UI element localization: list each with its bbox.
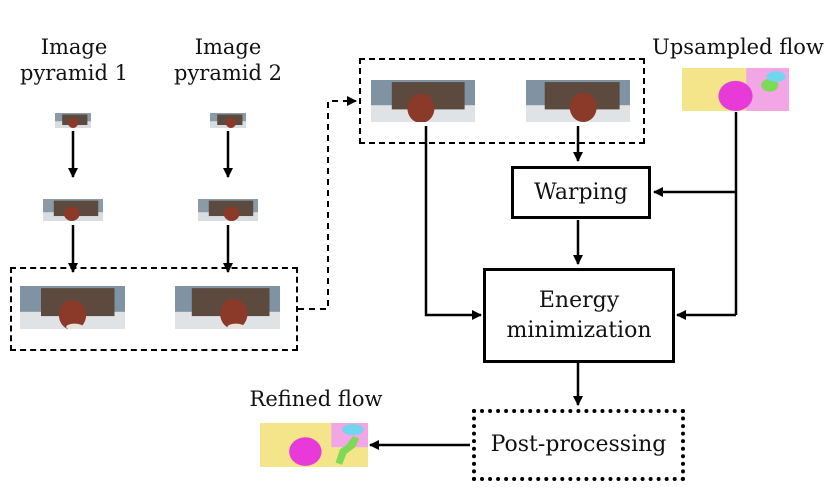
pyramid-2-level-3-image — [175, 286, 280, 329]
pyramid-1-label-line2: pyramid 1 — [20, 61, 128, 85]
pyramid-1-label-line1: Image — [40, 35, 108, 59]
energy-minimization-box: Energy minimization — [483, 268, 675, 363]
arrow-frame1-energy — [424, 126, 482, 320]
pyramid-2-level-1-image — [210, 113, 246, 128]
post-processing-box: Post-processing — [472, 409, 685, 481]
pyramid-1-level-2-image — [43, 199, 103, 221]
pyramid-1-level-1-image — [55, 113, 91, 128]
frame-2-image — [526, 80, 630, 122]
refined-flow-image — [260, 423, 368, 467]
energy-minimization-line1: Energy — [538, 287, 620, 313]
refined-flow-label: Refined flow — [249, 387, 383, 411]
pyramid-2-label-line2: pyramid 2 — [174, 61, 282, 85]
pyramid-2-level-2-image — [198, 199, 258, 221]
pyramid-2-label: Image pyramid 2 — [168, 34, 288, 86]
pyramid-1-label: Image pyramid 1 — [14, 34, 134, 86]
pyramid-2-label-line1: Image — [194, 35, 262, 59]
frame-1-image — [371, 80, 475, 122]
energy-minimization-line2: minimization — [506, 317, 652, 343]
warping-box: Warping — [511, 166, 651, 219]
bottom-frames-group — [10, 267, 298, 351]
top-frames-group — [359, 58, 645, 144]
upsampled-flow-label: Upsampled flow — [652, 35, 824, 59]
pyramid-1-level-3-image — [20, 286, 125, 329]
arrow-dashed-link — [298, 96, 357, 310]
upsampled-flow-image — [682, 68, 789, 111]
